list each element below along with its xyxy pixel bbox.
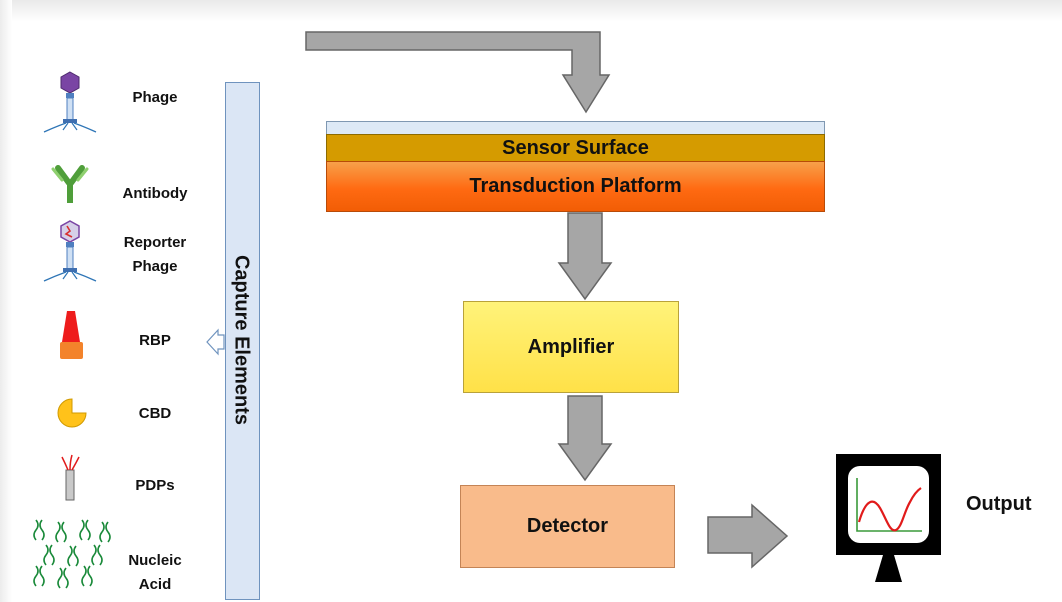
arrow-to-output <box>707 503 789 569</box>
rbp-icon <box>60 311 83 359</box>
output-label: Output <box>966 493 1032 515</box>
arrow-to-amplifier <box>557 212 613 301</box>
capture-elements-bar <box>225 82 260 600</box>
transduction-platform-label: Transduction Platform <box>469 175 682 197</box>
monitor-signal-icon <box>836 454 941 582</box>
label-pdps: PDPs <box>135 477 175 494</box>
frame-shadow-top <box>0 0 1062 22</box>
antibody-icon <box>51 165 89 203</box>
sensor-cap-layer <box>326 121 825 135</box>
sensor-surface-label: Sensor Surface <box>502 136 649 159</box>
label-phage: Phage <box>132 89 178 106</box>
label-cbd: CBD <box>138 405 172 422</box>
nucleic-acid-icon <box>33 519 111 589</box>
label-nucleic-line2: Acid <box>138 576 172 593</box>
label-antibody: Antibody <box>122 185 188 202</box>
transduction-platform-box: Transduction Platform <box>326 161 825 212</box>
arrow-to-detector <box>557 395 613 482</box>
reporter-phage-icon <box>43 220 97 282</box>
label-nucleic-line1: Nucleic <box>128 552 182 569</box>
cbd-icon <box>57 398 87 428</box>
input-bent-arrow <box>305 31 611 114</box>
capture-pointer-arrow <box>206 328 225 356</box>
capture-elements-title: Capture Elements <box>230 254 253 426</box>
label-reporter-line1: Reporter <box>123 234 187 251</box>
frame-shadow-left <box>0 0 12 602</box>
label-rbp: RBP <box>139 332 171 349</box>
pdp-icon <box>61 454 80 501</box>
label-reporter-line2: Phage <box>132 258 178 275</box>
amplifier-label: Amplifier <box>527 335 615 358</box>
detector-box: Detector <box>460 485 675 568</box>
detector-label: Detector <box>526 515 609 537</box>
sensor-surface-layer: Sensor Surface <box>326 134 825 162</box>
amplifier-box: Amplifier <box>463 301 679 393</box>
phage-icon <box>43 71 97 133</box>
